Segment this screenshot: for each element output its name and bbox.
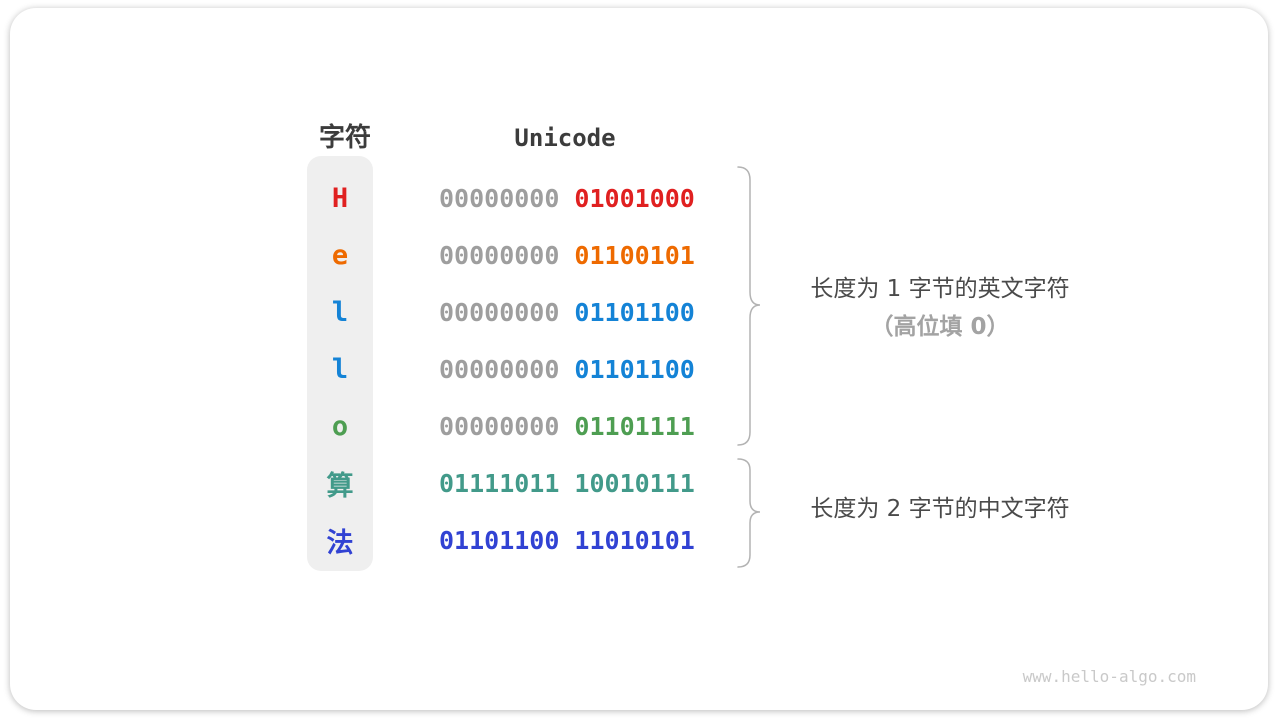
unicode-bits-cell: 01101100 11010101 [439, 512, 695, 569]
annotation-two-byte-text: 长度为 2 字节的中文字符 [810, 496, 1070, 522]
table-row: 算 01111011 10010111 [10, 455, 1280, 512]
table-row: l 00000000 01101100 [10, 284, 1280, 341]
low-byte-bits: 01101100 [574, 355, 695, 384]
high-byte-bits: 00000000 [439, 184, 560, 213]
character-cell: 算 [326, 471, 354, 502]
low-byte-bits: 01100101 [574, 241, 695, 270]
character-cell: l [331, 297, 349, 328]
character-cell: 法 [326, 528, 354, 559]
low-byte-bits: 11010101 [574, 526, 695, 555]
watermark: www.hello-algo.com [1022, 667, 1196, 686]
figure-card: 字符 Unicode H 00000000 01001000 e 0000000… [10, 8, 1268, 710]
unicode-bits-cell: 00000000 01100101 [439, 227, 695, 284]
low-byte-bits: 10010111 [574, 469, 695, 498]
one-byte-group-brace [737, 166, 761, 446]
unicode-bits-cell: 00000000 01101111 [439, 398, 695, 455]
character-cell: l [331, 354, 349, 385]
character-cell: H [331, 183, 349, 214]
high-byte-bits: 00000000 [439, 241, 560, 270]
annotation-one-byte-text: 长度为 1 字节的英文字符 [810, 276, 1070, 302]
low-byte-bits: 01101111 [574, 412, 695, 441]
table-row: l 00000000 01101100 [10, 341, 1280, 398]
table-row: e 00000000 01100101 [10, 227, 1280, 284]
table-row: H 00000000 01001000 [10, 170, 1280, 227]
high-byte-bits: 00000000 [439, 412, 560, 441]
annotation-two-byte: 长度为 2 字节的中文字符 [765, 494, 1115, 524]
column-header-unicode: Unicode [514, 124, 616, 152]
high-byte-bits: 01101100 [439, 526, 560, 555]
unicode-bits-cell: 01111011 10010111 [439, 455, 695, 512]
high-byte-bits: 00000000 [439, 298, 560, 327]
low-byte-bits: 01101100 [574, 298, 695, 327]
annotation-one-byte-note: （高位填 0） [870, 314, 1010, 340]
unicode-bits-cell: 00000000 01101100 [439, 284, 695, 341]
character-cell: e [331, 240, 349, 271]
low-byte-bits: 01001000 [574, 184, 695, 213]
character-column-background [307, 156, 373, 571]
annotation-one-byte: 长度为 1 字节的英文字符 （高位填 0） [765, 274, 1115, 342]
unicode-bits-cell: 00000000 01001000 [439, 170, 695, 227]
high-byte-bits: 00000000 [439, 355, 560, 384]
high-byte-bits: 01111011 [439, 469, 560, 498]
two-byte-group-brace [737, 458, 761, 568]
character-cell: o [331, 411, 349, 442]
table-row: o 00000000 01101111 [10, 398, 1280, 455]
unicode-bits-cell: 00000000 01101100 [439, 341, 695, 398]
table-row: 法 01101100 11010101 [10, 512, 1280, 569]
column-header-character: 字符 [318, 123, 371, 153]
